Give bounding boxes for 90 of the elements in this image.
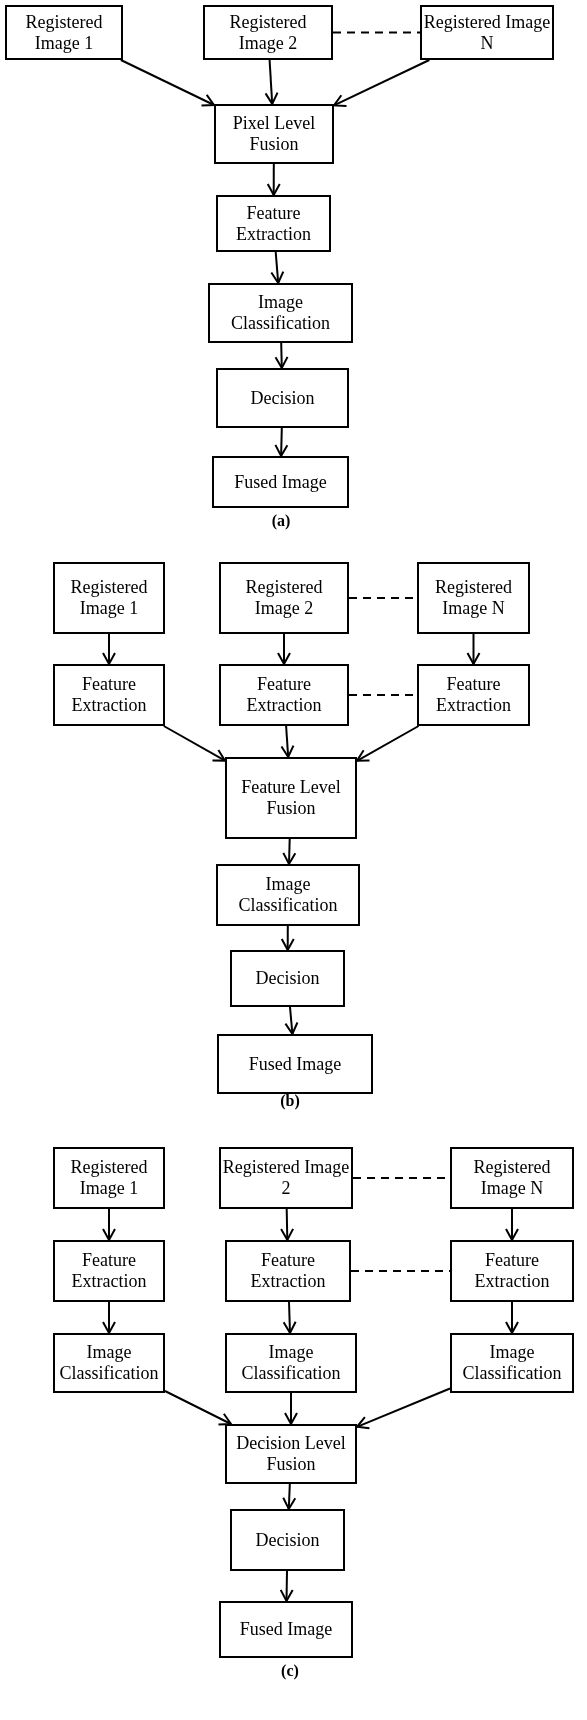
arrow [282,1483,297,1510]
process-box [219,1601,353,1658]
box-label: Decision [255,1529,320,1551]
box-label: Decision [255,968,320,989]
process-box [225,1333,357,1393]
box-label: Registered Image 1 [69,1157,149,1199]
arrow [164,1390,232,1426]
process-box [225,1240,351,1302]
box-label: Feature Extraction [435,674,512,716]
box-label: Fused Image [234,471,327,493]
arrow [356,1387,451,1430]
arrow [356,725,420,762]
box-label: Feature Extraction [245,674,323,716]
process-box [216,368,349,428]
box-label: Registered Image 2 [228,11,308,54]
arrow [280,725,295,758]
box-label: Image Classification [461,1342,563,1384]
arrow [274,342,289,369]
process-box [219,664,349,726]
box-label: Feature Extraction [70,674,148,716]
figure-caption: (b) [280,1092,300,1110]
process-box [225,757,357,839]
process-box [219,562,349,634]
box-label: Fused Image [248,1053,342,1075]
box-label: Registered Image N [434,577,513,619]
box-label: Feature Extraction [249,1250,327,1292]
process-box [230,950,345,1007]
arrow [279,1570,294,1602]
arrow [274,427,289,457]
arrow [505,1301,519,1334]
process-box [212,456,349,508]
box-label: Image Classification [240,1342,342,1384]
dashed-connector [332,31,421,34]
arrow [277,633,291,665]
box-label: Feature Extraction [235,202,312,245]
box-label: Registered Image 1 [69,577,149,619]
process-box [203,5,333,60]
box-label: Image Classification [237,874,339,916]
arrow [270,251,285,284]
arrow [284,1006,299,1035]
arrow [102,1301,116,1334]
process-box [450,1240,574,1302]
box-label: Decision [250,387,315,409]
process-box [417,562,530,634]
arrow [102,633,116,665]
box-label: Feature Extraction [473,1250,551,1292]
arrow [466,633,481,665]
arrow [333,59,431,108]
box-label: Fused Image [239,1619,333,1640]
box-label: Registered Image 2 [221,1157,351,1199]
process-box [417,664,530,726]
box-label: Image Classification [58,1342,160,1384]
arrow [119,59,215,107]
process-box [219,1147,353,1209]
process-box [216,195,331,252]
arrow [282,1301,297,1334]
box-label: Pixel Level Fusion [231,113,317,155]
process-box [450,1147,574,1209]
process-box [5,5,123,60]
box-label: Image Classification [230,292,331,334]
box-label: Feature Level Fusion [240,777,342,819]
box-label: Feature Extraction [70,1250,148,1292]
box-label: Registered Image N [422,11,552,54]
process-box [53,1240,165,1302]
process-box [53,1333,165,1393]
box-label: Registered Image N [472,1157,552,1199]
box-label: Registered Image 1 [24,11,104,54]
process-box [216,864,360,926]
arrow [102,1208,116,1241]
process-box [420,5,554,60]
process-box [230,1509,345,1571]
figure-caption: (a) [271,512,291,530]
process-box [217,1034,373,1094]
process-box [53,1147,165,1209]
arrow [264,59,279,105]
process-box [53,562,165,634]
arrow [280,1208,295,1241]
process-box [450,1333,574,1393]
arrow [505,1208,519,1241]
arrow [162,725,226,762]
arrow [280,925,295,951]
box-label: Decision Level Fusion [235,1433,347,1475]
arrow [266,163,281,196]
process-box [225,1424,357,1484]
process-box [208,283,353,343]
box-label: Registered Image 2 [244,577,324,619]
process-box [53,664,165,726]
process-box [214,104,334,164]
arrow [284,1392,298,1425]
arrow [282,838,297,865]
